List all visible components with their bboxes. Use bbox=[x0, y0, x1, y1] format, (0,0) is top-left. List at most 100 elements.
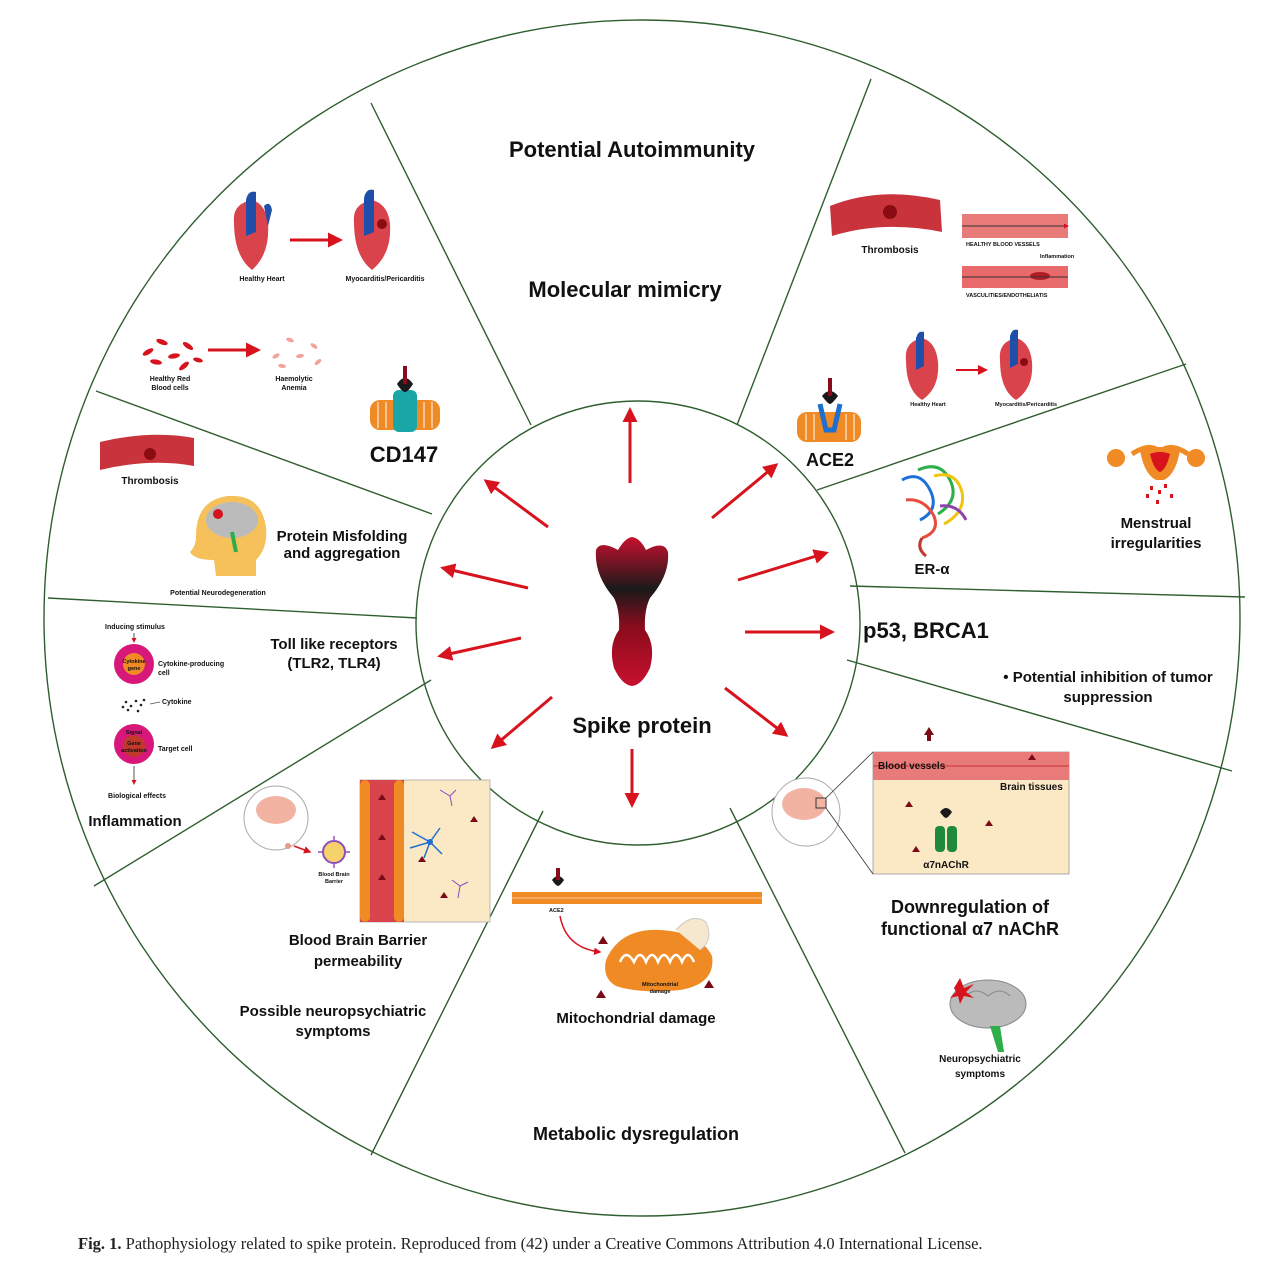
symptoms-label: symptoms bbox=[955, 1069, 1005, 1080]
inducing-stimulus-label: Inducing stimulus bbox=[105, 624, 165, 631]
toll-receptors-2: (TLR2, TLR4) bbox=[287, 655, 380, 672]
gene-activation-1: Gene bbox=[127, 741, 141, 747]
divider-top-right bbox=[736, 78, 872, 426]
brain-tissue-panel bbox=[872, 751, 1070, 875]
head-brain-icon bbox=[771, 751, 874, 875]
bbb-title-1: Blood Brain Barrier bbox=[289, 932, 428, 949]
healthy-vessel-icon bbox=[962, 214, 1069, 238]
arrow-left bbox=[440, 563, 529, 590]
spike-particles-panel bbox=[905, 727, 1036, 852]
potential-neurodegeneration-label: Potential Neurodegeneration bbox=[170, 590, 266, 597]
haemolytic-label: Haemolytic bbox=[275, 376, 312, 383]
center-title: Spike protein bbox=[572, 713, 711, 738]
divider-bottom-right bbox=[729, 807, 906, 1154]
ace2-receptor-icon bbox=[797, 378, 861, 442]
divider-right-mid bbox=[849, 585, 1246, 598]
protein-misfolding-1: Protein Misfolding bbox=[277, 528, 408, 545]
divider-left-upper bbox=[95, 390, 433, 515]
healthy-rbc-label: Healthy Red bbox=[150, 376, 190, 383]
healthy-rbc-label-2: Blood cells bbox=[151, 385, 188, 392]
arrow-right-upper bbox=[737, 549, 829, 582]
producing-cell-label-1: Cytokine-producing bbox=[158, 661, 224, 668]
target-cell-icon bbox=[114, 724, 154, 764]
cytokine-dots-icon bbox=[121, 698, 146, 713]
cytokine-label: Cytokine bbox=[162, 699, 192, 706]
healthy-heart-icon bbox=[233, 191, 272, 270]
uterus-icon bbox=[1107, 445, 1205, 504]
healthy-heart-label-right: Healthy Heart bbox=[910, 402, 946, 408]
inner-circle bbox=[415, 400, 861, 846]
bbb-title-2: permeability bbox=[314, 953, 403, 970]
inflammation-vessel-label: Inflammation bbox=[1040, 254, 1075, 260]
mito-damage-small-2: damage bbox=[650, 989, 671, 995]
healthy-vessels-label: HEALTHY BLOOD VESSELS bbox=[966, 242, 1040, 248]
myocarditis-heart-icon bbox=[353, 189, 391, 270]
clot-icon-left bbox=[144, 448, 156, 460]
bbb-small-2: Barrier bbox=[325, 879, 344, 885]
molecular-mimicry-label: Molecular mimicry bbox=[528, 277, 722, 302]
cytokine-pointer bbox=[149, 701, 161, 705]
mito-damage-small-1: Mitochondrial bbox=[642, 982, 679, 988]
clot-icon bbox=[883, 205, 897, 219]
ace2-label: ACE2 bbox=[806, 450, 854, 470]
protein-misfolding-2: and aggregation bbox=[284, 545, 401, 562]
arrow-up-right bbox=[711, 463, 779, 520]
arrow-down-right bbox=[724, 686, 789, 737]
diagram-frame bbox=[43, 19, 1246, 1217]
head-brain-icon-left bbox=[243, 785, 312, 854]
healthy-heart-icon-right bbox=[905, 331, 939, 400]
alpha7-receptor-icon bbox=[935, 808, 957, 852]
er-alpha-label: ER-α bbox=[914, 561, 950, 578]
downregulation-title-1: Downregulation of bbox=[891, 897, 1050, 917]
mito-damage-label: Mitochondrial damage bbox=[556, 1010, 715, 1027]
spike-pathophysiology-diagram: Spike protein Potential Autoimmunity Mol… bbox=[43, 19, 1246, 1217]
bbb-small-1: Blood Brain bbox=[318, 872, 350, 878]
divider-right-lower bbox=[846, 659, 1233, 772]
neuropsych-label: Neuropsychiatric bbox=[939, 1054, 1021, 1065]
inflammation-title: Inflammation bbox=[88, 813, 181, 830]
neuropsych-left-2: symptoms bbox=[295, 1023, 370, 1040]
thrombosis-label-right: Thrombosis bbox=[861, 245, 919, 256]
myocarditis-heart-icon-right bbox=[999, 329, 1033, 400]
autoimmunity-title: Potential Autoimmunity bbox=[509, 137, 756, 162]
brain-tissues-label: Brain tissues bbox=[1000, 782, 1063, 793]
gene-activation-2: activation bbox=[121, 748, 147, 754]
divider-right-upper bbox=[816, 363, 1187, 491]
divider-bottom-mid bbox=[370, 810, 544, 1156]
healthy-heart-label: Healthy Heart bbox=[239, 276, 285, 283]
membrane-ace2-label: ACE2 bbox=[549, 908, 564, 914]
menstrual-label: Menstrual bbox=[1121, 515, 1192, 532]
anemia-label: Anemia bbox=[281, 385, 306, 392]
spike-particles-bbb bbox=[378, 794, 478, 898]
spike-protein-icon bbox=[595, 537, 669, 686]
bbb-vessel-cell-icon bbox=[318, 836, 350, 868]
tumor-bullet-line2: suppression bbox=[1063, 689, 1152, 706]
blood-vessels-label: Blood vessels bbox=[878, 761, 946, 772]
caption-text: Pathophysiology related to spike protein… bbox=[125, 1234, 983, 1253]
bbb-panel bbox=[359, 779, 491, 923]
divider-left-lower bbox=[93, 679, 432, 887]
spike-arrows bbox=[437, 407, 835, 808]
metabolic-title: Metabolic dysregulation bbox=[533, 1124, 739, 1144]
spike-particles-mito bbox=[596, 936, 714, 998]
biological-effects-label: Biological effects bbox=[108, 793, 166, 800]
haemolytic-rbc-icon bbox=[272, 337, 322, 369]
neuropsychiatric-brain-icon bbox=[949, 978, 1027, 1052]
inflamed-vessel-icon bbox=[962, 266, 1068, 288]
cd147-receptor-icon bbox=[370, 366, 440, 432]
arrow-left-lower bbox=[437, 636, 522, 661]
signal-label: Signal bbox=[126, 730, 143, 736]
cytokine-gene-2: gene bbox=[128, 666, 141, 672]
er-alpha-protein-icon bbox=[901, 465, 968, 558]
producing-cell-label-2: cell bbox=[158, 670, 170, 677]
target-cell-label: Target cell bbox=[158, 746, 193, 753]
cytokine-producing-cell-icon bbox=[114, 644, 154, 684]
figure-caption: Fig. 1. Pathophysiology related to spike… bbox=[78, 1234, 1258, 1254]
p53-brca1-title: p53, BRCA1 bbox=[863, 618, 989, 643]
thrombosis-label-left: Thrombosis bbox=[121, 476, 179, 487]
downregulation-title-2: functional α7 nAChR bbox=[881, 919, 1059, 939]
neuropsych-left-1: Possible neuropsychiatric bbox=[240, 1003, 427, 1020]
vasculitis-label: VASCULITIES/ENDOTHELIATIS bbox=[966, 293, 1048, 299]
mitochondria-icon bbox=[605, 917, 713, 992]
outer-ring bbox=[43, 19, 1241, 1217]
